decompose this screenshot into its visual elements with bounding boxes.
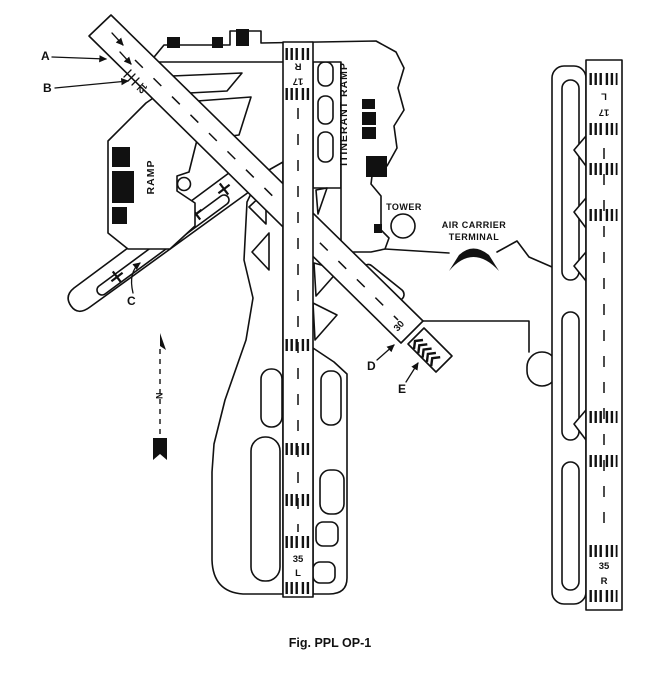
runway-17l-letter: L [601,91,607,102]
north-arrow-barb [160,333,166,350]
runway-35r-number: 35 [599,561,610,572]
north-label: N [154,393,164,400]
runway-12-taxi-arrows [111,32,132,65]
west-ramp-apron: RAMP [107,84,198,250]
blast-pad-chevrons [412,338,441,367]
runway-12-30-centerline [134,59,399,321]
taxiway-boundary-line [422,320,530,353]
runup-pad-circle [176,176,192,192]
terminal-label-line1: AIR CARRIER [442,220,507,230]
callout-b: B [43,78,130,95]
runway-17r-35l: R 17 35 L [282,41,314,598]
callout-e-arrow [405,362,419,383]
apron-boundary-west [384,248,450,254]
tower-circle [390,213,416,239]
east-runway-complex: L 17 35 R [526,59,623,611]
tower-label: TOWER [386,202,422,212]
callout-c: C [127,262,141,308]
callout-d-arrow [376,344,395,361]
callout-c-label: C [127,294,136,308]
runway-17r-letter: R [294,61,301,72]
callout-e-label: E [398,382,406,396]
callout-d-label: D [367,359,376,373]
runway-35l-letter: L [295,568,301,579]
blast-pad [407,327,453,373]
callout-a: A [41,49,108,63]
callout-b-arrow [54,78,130,89]
callout-a-label: A [41,49,50,63]
runway-17r-35l-threshold-markings [285,48,312,594]
ramp-label: RAMP [145,160,157,195]
callout-b-label: B [43,81,52,95]
callout-d: D [367,344,395,373]
figure-caption: Fig. PPL OP-1 [289,636,371,650]
itinerant-ramp-label: ITINERANT RAMP [338,62,350,166]
apron-boundary-east [496,240,553,268]
runway-12-threshold-ticks [123,69,140,86]
north-arrow-feather [153,438,167,460]
terminal-label-line2: TERMINAL [449,232,500,242]
itinerant-ramp-buildings [167,29,387,233]
center-taxiway-complex [171,55,405,595]
runway-35l-number: 35 [293,554,304,565]
runway-17l-number: 17 [599,107,610,118]
runway-17l-35r-threshold-markings [589,73,618,602]
callout-e: E [398,362,419,396]
north-arrow: N [153,333,167,460]
callout-c-arrow [130,262,141,294]
terminal-area: TOWER AIR CARRIER TERMINAL [384,202,553,353]
runway-17r-number: 17 [293,76,304,87]
callouts: A B C D E [41,49,419,396]
callout-a-arrow [51,55,108,63]
runway-35r-letter: R [601,576,608,587]
ramp-buildings [112,147,134,224]
terminal-building [449,248,499,271]
taxiway-islands [171,61,405,584]
